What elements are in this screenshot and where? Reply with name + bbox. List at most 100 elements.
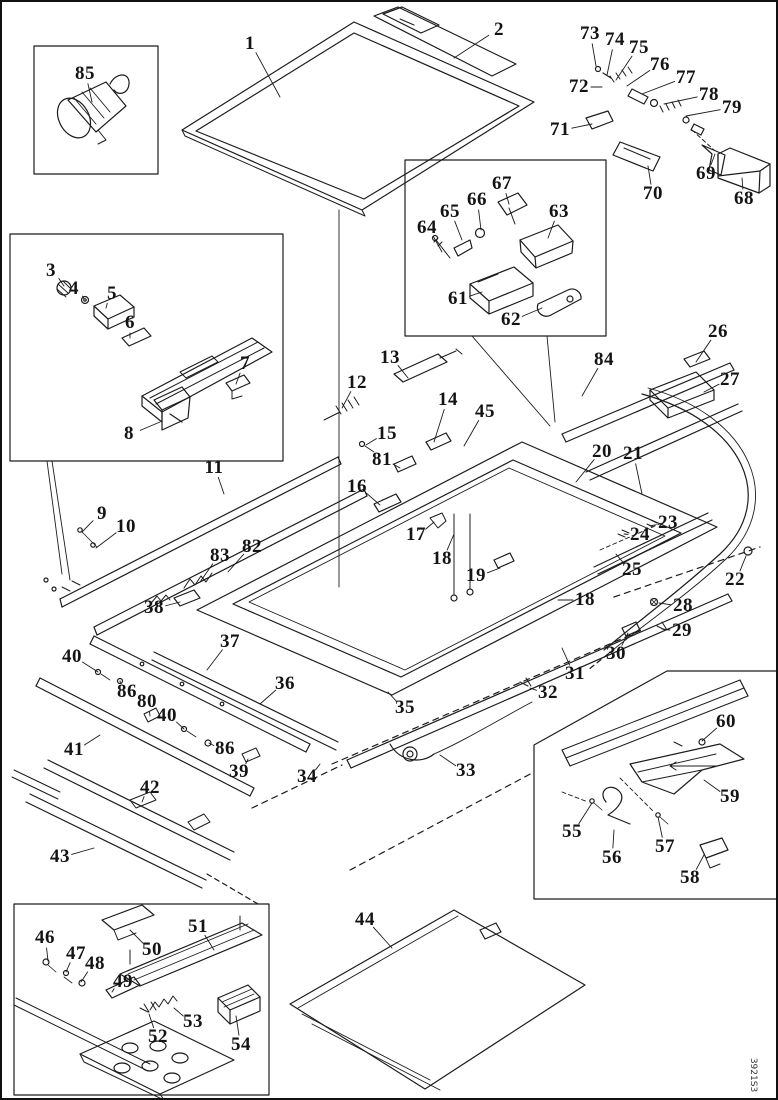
leader-line-60	[702, 728, 717, 741]
callout-10: 10	[116, 516, 136, 537]
callout-18: 18	[432, 548, 452, 569]
callout-59: 59	[720, 786, 740, 807]
callout-28: 28	[673, 595, 693, 616]
leader-line-14	[434, 409, 444, 442]
callout-81: 81	[372, 449, 392, 470]
leader-line-45	[464, 421, 479, 446]
crank-drive-detail-box	[14, 904, 269, 1100]
callout-65: 65	[440, 201, 460, 222]
callout-31: 31	[565, 663, 585, 684]
callout-86: 86	[215, 738, 235, 759]
leader-line-43	[72, 848, 94, 854]
leader-line-86	[209, 743, 214, 745]
leader-line-61	[470, 292, 482, 296]
callout-43: 43	[50, 846, 70, 867]
leader-line-86	[120, 681, 121, 684]
leader-line-27	[704, 384, 719, 392]
callout-21: 21	[623, 443, 643, 464]
leader-line-42	[142, 797, 144, 802]
callout-19: 19	[466, 565, 486, 586]
callout-67: 67	[492, 173, 512, 194]
handle-detail-box	[534, 671, 777, 899]
callout-86: 86	[117, 681, 137, 702]
callout-18: 18	[575, 589, 595, 610]
leader-line-75	[616, 56, 632, 80]
leader-line-67	[506, 193, 509, 204]
callout-47: 47	[66, 943, 86, 964]
leader-line-74	[607, 50, 612, 75]
callout-76: 76	[650, 54, 670, 75]
leader-line-83	[200, 564, 213, 582]
leader-line-53	[174, 1008, 183, 1016]
leader-line-44	[373, 927, 392, 948]
callout-82: 82	[242, 536, 262, 557]
leader-line-34	[315, 764, 320, 770]
leader-line-81	[393, 464, 400, 468]
leader-line-13	[398, 365, 408, 378]
front-rail-group	[252, 594, 732, 870]
leader-line-41	[84, 735, 100, 745]
latch-parts-detail-box	[405, 160, 606, 336]
callout-33: 33	[456, 760, 476, 781]
leader-line-39	[246, 759, 248, 764]
callout-56: 56	[602, 847, 622, 868]
callout-32: 32	[538, 682, 558, 703]
callout-80: 80	[137, 691, 157, 712]
rear-rail-group	[562, 351, 756, 670]
leader-line-25	[616, 554, 624, 563]
leader-line-70	[648, 166, 651, 184]
leader-line-66	[479, 210, 481, 230]
callout-71: 71	[550, 119, 570, 140]
callout-40: 40	[62, 646, 82, 667]
leader-line-19	[487, 568, 500, 573]
leader-line-23	[650, 525, 656, 526]
leader-line-52	[149, 1014, 154, 1028]
leader-line-57	[658, 817, 662, 837]
callout-37: 37	[220, 631, 240, 652]
callout-63: 63	[549, 201, 569, 222]
leader-line-68	[742, 178, 743, 189]
callout-2: 2	[494, 19, 504, 40]
callout-62: 62	[501, 309, 521, 330]
leader-line-38	[166, 602, 180, 606]
leader-line-1	[256, 53, 280, 97]
leader-line-78	[664, 97, 697, 104]
callout-60: 60	[716, 711, 736, 732]
leader-line-77	[642, 81, 675, 94]
leader-line-20	[576, 460, 594, 482]
callout-12: 12	[347, 372, 367, 393]
lower-left-rails-group	[12, 590, 338, 904]
leader-line-30	[622, 633, 628, 645]
leader-line-79	[686, 110, 720, 116]
leader-line-62	[522, 308, 542, 316]
callout-35: 35	[395, 697, 415, 718]
callout-17: 17	[406, 524, 426, 545]
callout-4: 4	[69, 278, 79, 299]
callout-50: 50	[142, 939, 162, 960]
callout-15: 15	[377, 423, 397, 444]
leader-line-15	[366, 439, 376, 445]
leader-line-4	[82, 296, 84, 299]
drawing-code: 3921S3	[747, 1057, 758, 1093]
callout-68: 68	[734, 188, 754, 209]
drive-cable-assembly	[586, 67, 770, 194]
leader-line-71	[572, 124, 592, 128]
callout-57: 57	[655, 836, 675, 857]
leader-line-58	[696, 855, 704, 869]
callout-25: 25	[622, 559, 642, 580]
callout-64: 64	[417, 217, 437, 238]
leader-line-22	[740, 556, 746, 571]
leader-line-28	[659, 603, 671, 605]
callout-1: 1	[245, 33, 255, 54]
callout-73: 73	[580, 23, 600, 44]
leader-line-40	[82, 662, 98, 672]
leader-line-76	[627, 70, 650, 86]
leader-line-36	[260, 690, 276, 704]
leader-line-73	[592, 44, 596, 66]
callout-40: 40	[157, 705, 177, 726]
callout-36: 36	[275, 673, 295, 694]
leader-line-2	[454, 35, 489, 58]
roof-frame	[197, 442, 717, 695]
